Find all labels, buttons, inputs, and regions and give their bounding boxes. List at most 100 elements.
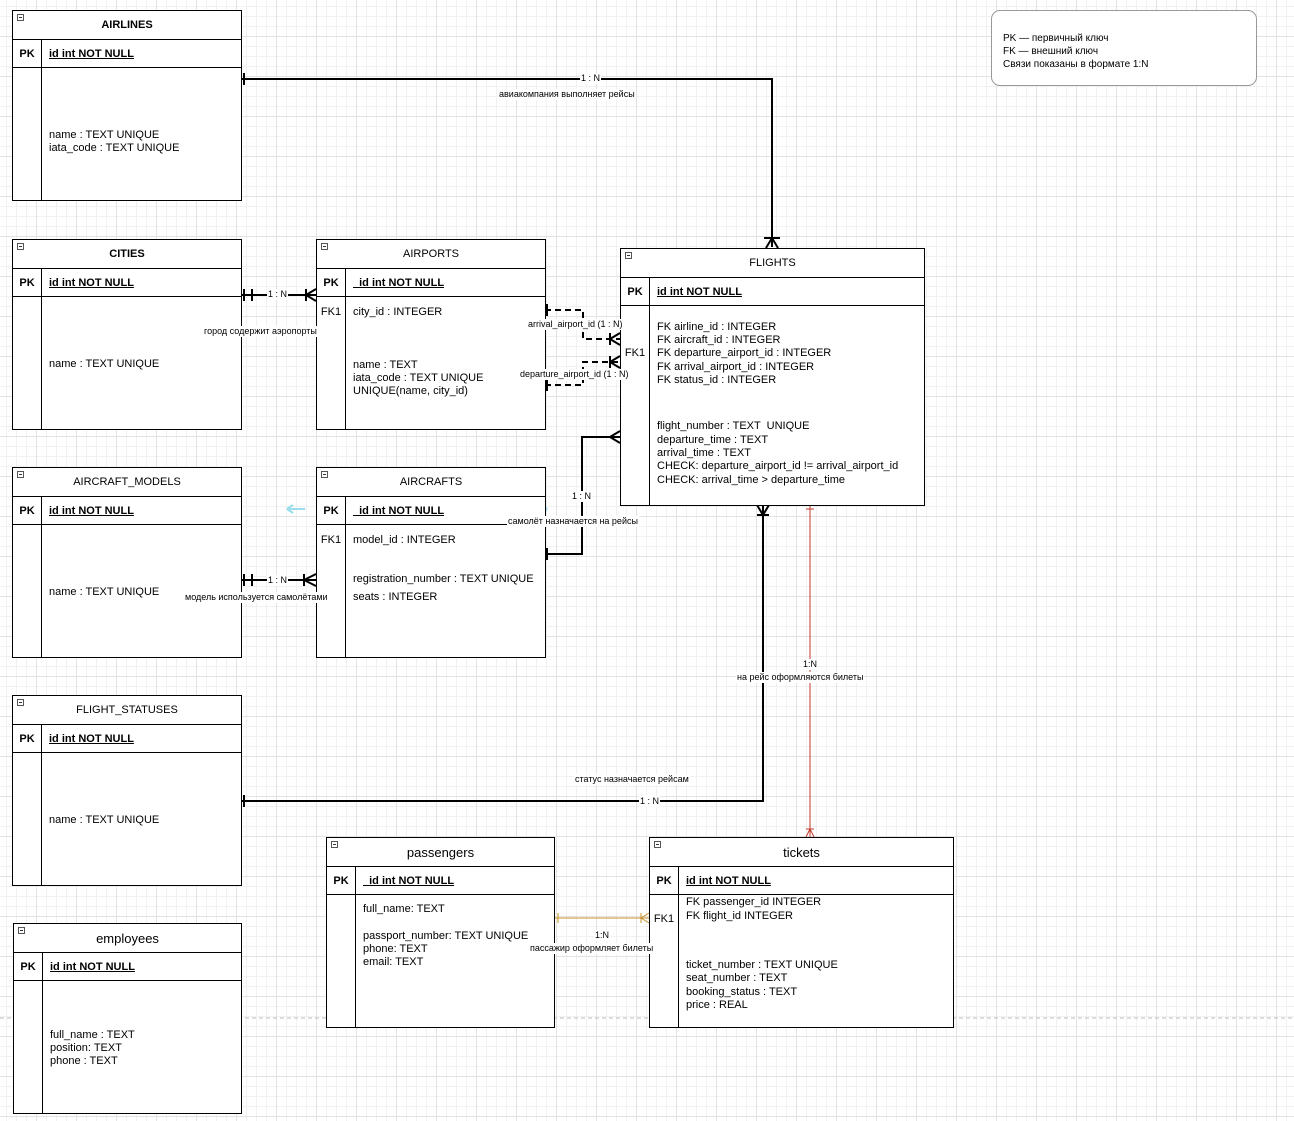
key-column-divider [42, 952, 43, 1113]
selection-handle [286, 504, 305, 514]
field-flight-number: flight_number : TEXT UNIQUE [657, 420, 810, 432]
table-tickets[interactable]: tickets PK id int NOT NULL FK1 FK passen… [649, 837, 954, 1028]
field-registration-number: registration_number : TEXT UNIQUE [353, 573, 534, 585]
pk-field: id int NOT NULL [363, 875, 455, 887]
field-phone: phone : TEXT [50, 1055, 118, 1067]
table-airlines[interactable]: AIRLINES PK id int NOT NULL name : TEXT … [12, 10, 242, 201]
check-time-order: CHECK: arrival_time > departure_time [657, 474, 845, 486]
field-city-id: city_id : INTEGER [353, 306, 443, 318]
table-title-text: AIRCRAFT_MODELS [73, 476, 181, 488]
pk-field: id int NOT NULL [686, 875, 771, 887]
collapse-icon[interactable] [18, 927, 25, 934]
table-title-text: FLIGHT_STATUSES [76, 704, 178, 716]
table-title: AIRCRAFT_MODELS [13, 468, 241, 497]
pk-row [14, 952, 241, 981]
key-column-divider [355, 866, 356, 1027]
passengers-tickets-line [554, 912, 650, 924]
table-aircraft-models[interactable]: AIRCRAFT_MODELS PK id int NOT NULL name … [12, 467, 242, 658]
cities-airports-label: город содержит аэропорты [203, 326, 318, 337]
field-status-id: FK status_id : INTEGER [657, 374, 777, 386]
field-email: email: TEXT [363, 956, 424, 968]
fk-key: FK1 [624, 347, 646, 359]
collapse-icon[interactable] [321, 471, 328, 478]
pk-field: id int NOT NULL [49, 48, 134, 60]
table-title-text: AIRPORTS [402, 248, 460, 260]
collapse-icon[interactable] [17, 699, 24, 706]
statuses-flights-line [241, 504, 770, 807]
pk-key: PK [333, 875, 349, 887]
table-employees[interactable]: employees PK id int NOT NULL full_name :… [13, 923, 242, 1114]
legend-box: PK — первичный ключ FK — внешний ключ Св… [991, 10, 1257, 86]
field-model-id: model_id : INTEGER [353, 534, 456, 546]
table-flight-statuses[interactable]: FLIGHT_STATUSES PK id int NOT NULL name … [12, 695, 242, 886]
flights-tickets-label: на рейс оформляются билеты [736, 672, 865, 683]
pk-key: PK [323, 277, 339, 289]
table-title-text: CITIES [109, 248, 145, 260]
airlines-flights-line [241, 73, 780, 249]
legend-line-1: PK — первичный ключ [1003, 33, 1109, 44]
pk-key: PK [19, 733, 35, 745]
field-arrival-time: arrival_time : TEXT [657, 447, 751, 459]
legend-line-3: Связи показаны в формате 1:N [1003, 59, 1149, 70]
field-name: name : TEXT [353, 359, 418, 371]
table-title-text: FLIGHTS [749, 257, 796, 269]
table-airports[interactable]: AIRPORTS PK id int NOT NULL FK1 city_id … [316, 239, 546, 430]
collapse-icon[interactable] [17, 471, 24, 478]
field-position: position: TEXT [50, 1042, 122, 1054]
field-airline-id: FK airline_id : INTEGER [657, 321, 777, 333]
field-full-name: full_name: TEXT [363, 903, 445, 915]
key-column-divider [678, 866, 679, 1027]
table-title: AIRLINES [13, 11, 241, 40]
field-aircraft-id: FK aircraft_id : INTEGER [657, 334, 781, 346]
pk-field: id int NOT NULL [353, 277, 445, 289]
field-passenger-id: FK passenger_id INTEGER [686, 896, 822, 908]
field-full-name: full_name : TEXT [50, 1029, 135, 1041]
table-title-text: employees [96, 930, 159, 946]
flights-tickets-cardinality: 1:N [802, 659, 819, 670]
pk-key: PK [19, 48, 35, 60]
table-title: employees [14, 924, 241, 953]
table-title: FLIGHTS [621, 249, 924, 278]
fk-key: FK1 [320, 306, 342, 318]
passengers-tickets-cardinality: 1:N [594, 930, 611, 941]
collapse-icon[interactable] [654, 841, 661, 848]
field-booking-status: booking_status : TEXT [686, 986, 798, 998]
departure-airport-ends [546, 355, 621, 391]
collapse-icon[interactable] [17, 14, 24, 21]
table-flights[interactable]: FLIGHTS PK id int NOT NULL FK1 FK airlin… [620, 248, 925, 506]
collapse-icon[interactable] [625, 252, 632, 259]
pk-row [327, 866, 554, 895]
key-column-divider [345, 268, 346, 429]
table-title: passengers [327, 838, 554, 867]
key-column-divider [41, 496, 42, 657]
table-title: FLIGHT_STATUSES [13, 696, 241, 725]
key-column-divider [41, 724, 42, 885]
flights-tickets-line [805, 505, 815, 838]
key-column-divider [345, 496, 346, 657]
statuses-flights-cardinality: 1 : N [639, 796, 661, 807]
table-passengers[interactable]: passengers PK id int NOT NULL full_name:… [326, 837, 555, 1028]
pk-row [13, 724, 241, 753]
table-title: AIRCRAFTS [317, 468, 545, 497]
statuses-flights-label: статус назначается рейсам [574, 774, 690, 785]
pk-row [621, 277, 924, 306]
table-title-text: AIRLINES [101, 19, 153, 31]
pk-row [13, 496, 241, 525]
field-arrival-airport-id: FK arrival_airport_id : INTEGER [657, 361, 815, 373]
field-seat-number: seat_number : TEXT [686, 972, 788, 984]
collapse-icon[interactable] [331, 841, 338, 848]
field-name: name : TEXT UNIQUE [49, 358, 160, 370]
arrival-airport-label: arrival_airport_id (1 : N) [527, 319, 624, 330]
collapse-icon[interactable] [321, 243, 328, 250]
table-aircrafts[interactable]: AIRCRAFTS PK id int NOT NULL FK1 model_i… [316, 467, 546, 658]
field-flight-id: FK flight_id INTEGER [686, 910, 793, 922]
pk-key: PK [19, 277, 35, 289]
models-aircrafts-cardinality: 1 : N [267, 575, 289, 586]
pk-field: id int NOT NULL [49, 277, 134, 289]
table-title: CITIES [13, 240, 241, 269]
collapse-icon[interactable] [17, 243, 24, 250]
check-airports-differ: CHECK: departure_airport_id != arrival_a… [657, 460, 899, 472]
pk-field: id int NOT NULL [49, 505, 134, 517]
table-title-text: AIRCRAFTS [399, 476, 463, 488]
table-title: AIRPORTS [317, 240, 545, 269]
